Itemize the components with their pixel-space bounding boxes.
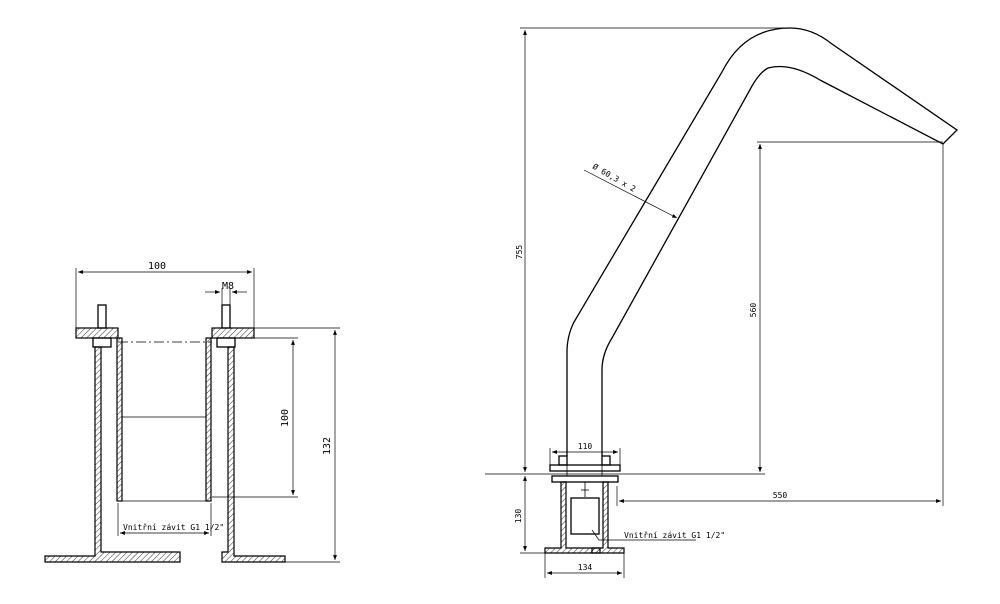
right-dim-height-total: 755 <box>515 245 524 260</box>
base-anchor-left <box>544 481 601 554</box>
right-dim-reach: 550 <box>773 491 788 500</box>
left-dim-height-total: 132 <box>322 437 333 455</box>
left-dim-thread: M8 <box>222 281 234 292</box>
left-dim-width: 100 <box>148 261 166 272</box>
right-elevation-view: 755 Ø 60,3 x 2 560 110 550 130 134 Vnitř… <box>485 27 959 578</box>
spout-flange-bottom <box>551 475 619 483</box>
inner-tube-left-wall <box>116 337 123 502</box>
base-anchor-right <box>591 481 625 554</box>
right-label-thread: Vnitřní závit G1 1/2" <box>624 531 725 540</box>
right-bolt <box>221 304 231 329</box>
right-anchor-leg <box>221 346 286 563</box>
right-nut <box>216 337 236 348</box>
flange-right-nut <box>601 455 611 466</box>
flange-left-nut <box>558 455 568 466</box>
left-flange-plate <box>75 327 119 339</box>
left-section-view: 100 M8 100 132 Vnitřní závit G1 1/2" <box>44 261 340 563</box>
spout-pipe <box>566 27 959 456</box>
left-bolt <box>97 304 107 329</box>
spout-flange-top <box>549 464 621 472</box>
left-dim-height-inner: 100 <box>280 409 291 427</box>
left-nut <box>92 337 112 348</box>
right-flange-plate <box>211 327 255 339</box>
left-anchor-leg <box>44 346 181 563</box>
inner-tube-right-wall <box>205 337 212 502</box>
left-label-thread: Vnitřní závit G1 1/2" <box>123 523 224 532</box>
right-dim-outlet-height: 560 <box>749 303 758 318</box>
right-dim-base-height: 130 <box>514 509 523 524</box>
right-dim-flange-width: 110 <box>578 442 593 451</box>
base-sleeve <box>570 497 600 535</box>
right-dim-base-width: 134 <box>578 563 593 572</box>
